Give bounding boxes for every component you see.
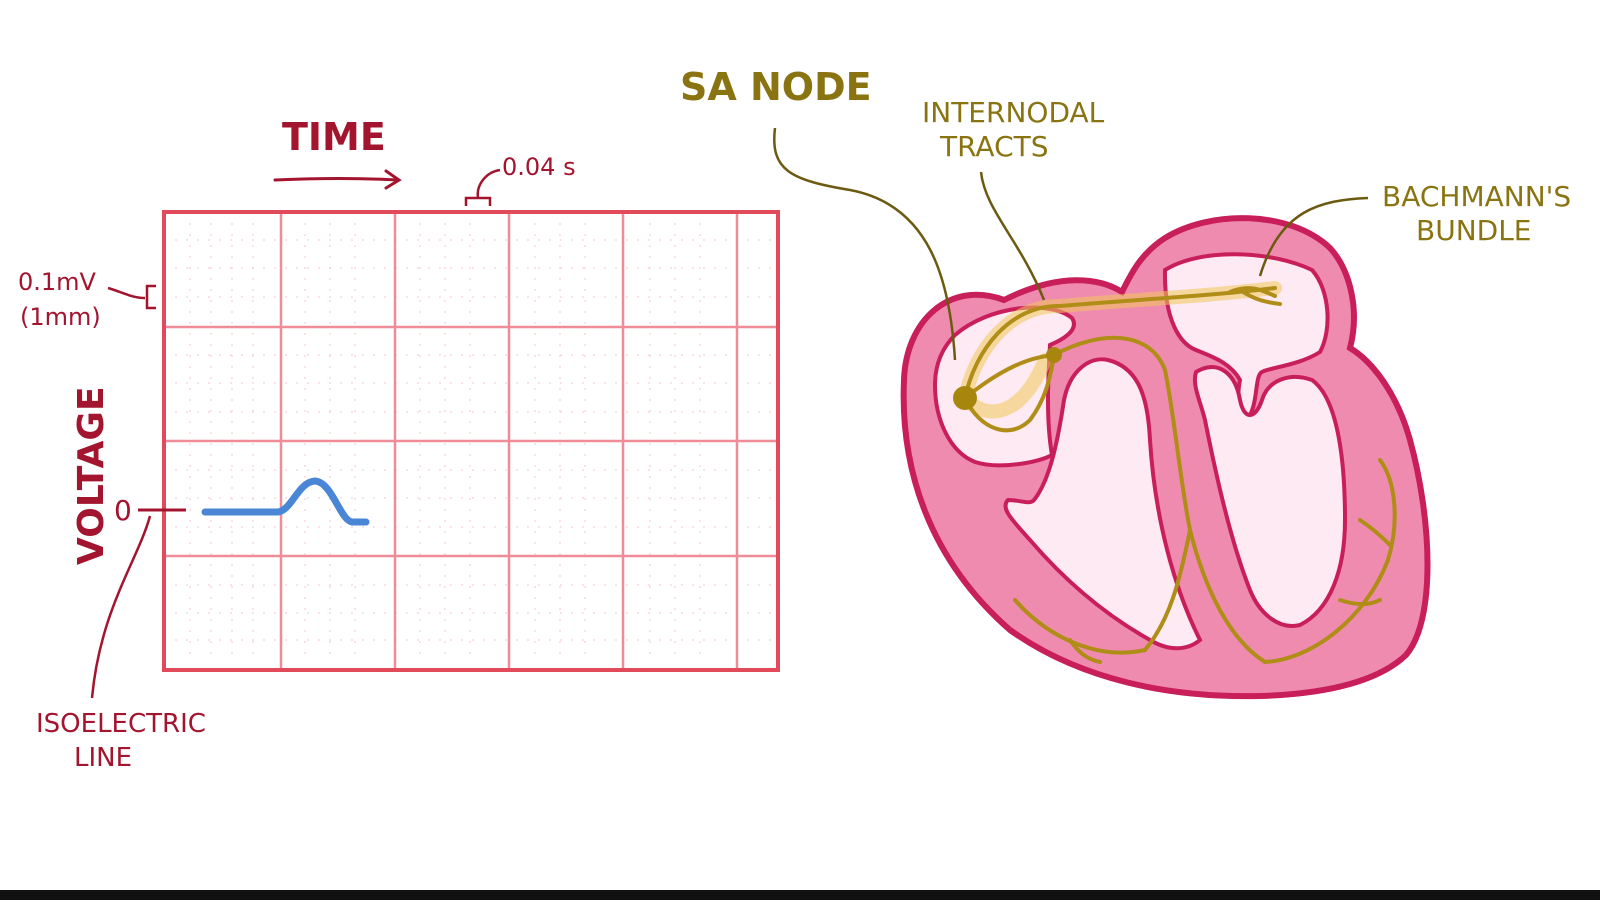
bachmann-label-line2: BUNDLE [1416,214,1532,247]
time-scale-bracket-icon [464,168,501,206]
voltage-label: VOLTAGE [71,386,112,565]
conduction-system [963,286,1397,664]
right-atrium [932,305,1076,468]
bachmann-label-line1: BACHMANN'S [1382,180,1571,213]
ecg-border [162,210,780,672]
heart-illustration [900,215,1431,700]
zero-label: 0 [114,494,132,527]
sa-node-dot [953,386,977,410]
voltage-scale-sublabel: (1mm) [20,303,101,331]
sa-node-label: SA NODE [680,65,872,109]
av-node-dot [1046,347,1062,363]
heart-leaders [773,127,1369,361]
time-scale-label: 0.04 s [502,153,576,181]
bottom-bar [0,890,1600,900]
time-label: TIME [282,115,386,159]
time-arrow-icon [273,169,402,190]
right-ventricle [1003,357,1203,651]
internodal-label-line2: TRACTS [939,130,1049,163]
internodal-label-line1: INTERNODAL [922,96,1105,129]
voltage-scale-bracket-icon [107,284,156,310]
isoelectric-label-line2: LINE [74,743,132,773]
voltage-scale-label: 0.1mV [18,268,97,296]
ecg-trace [201,477,370,526]
ecg-grid [162,210,780,672]
isoelectric-pointer [90,515,152,699]
isoelectric-label-line1: ISOELECTRIC [36,709,206,739]
left-ventricle [1193,365,1348,628]
